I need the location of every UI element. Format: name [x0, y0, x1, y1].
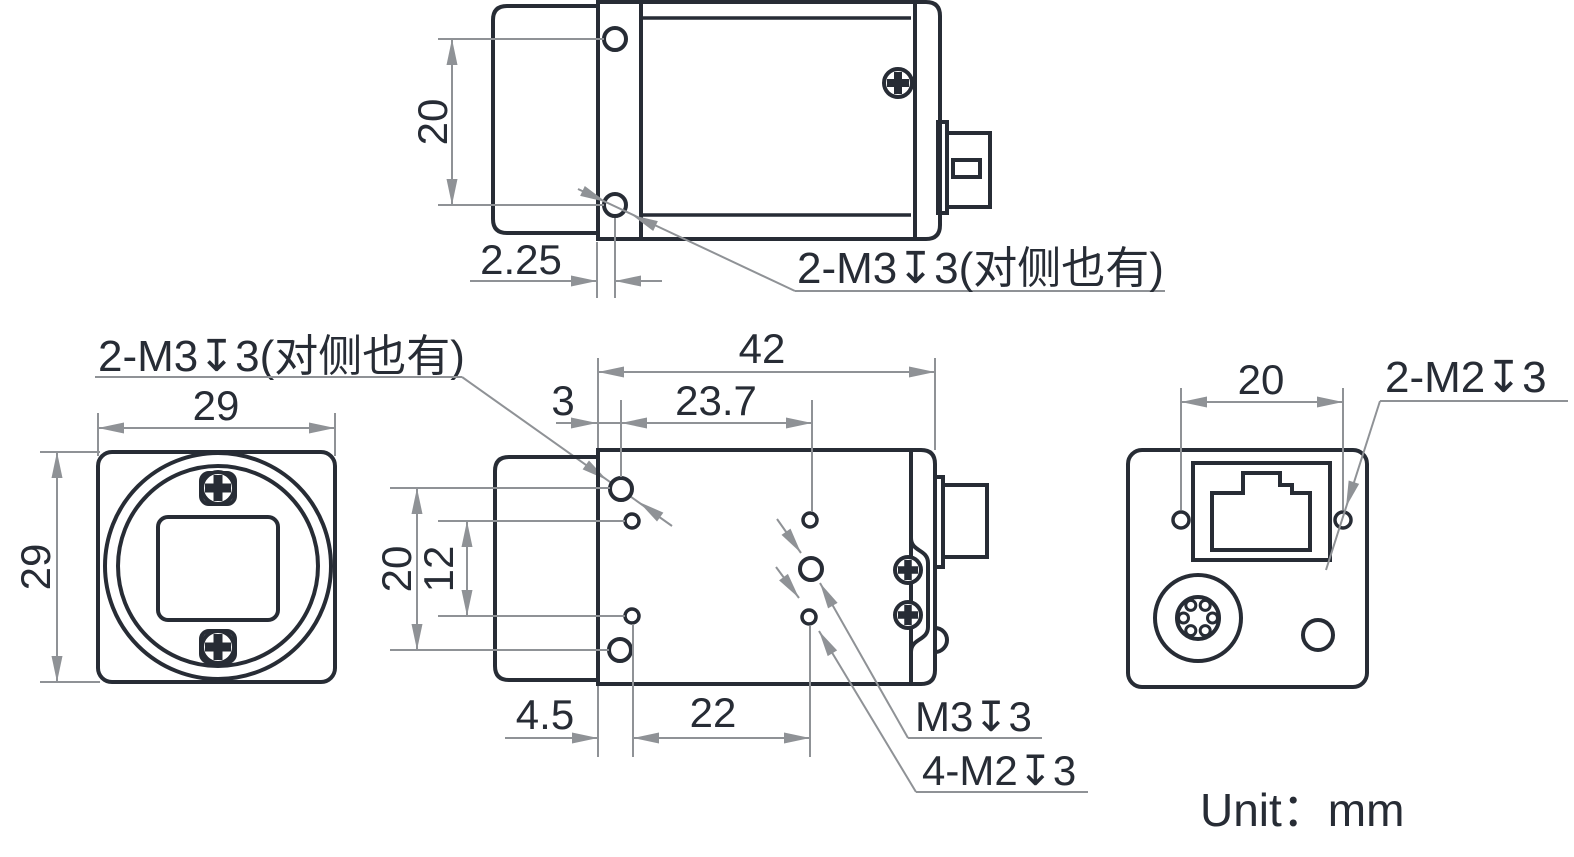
dimension-side-large-hole-spacing: 20 [373, 487, 610, 651]
sensor-window [156, 515, 280, 622]
dim-side-large-hole-spacing-value: 20 [373, 546, 420, 593]
dimension-side-small-hole-spacing: 12 [415, 520, 625, 617]
mounting-hole-m3 [607, 637, 633, 663]
label-front-m3-text: 2-M3↧3(对侧也有) [98, 332, 465, 381]
dim-side-bottom-offset-value: 4.5 [516, 691, 574, 738]
screw-icon [893, 555, 923, 585]
dim-back-hole-spacing-value: 20 [1238, 356, 1285, 403]
side-bump [934, 626, 949, 654]
screw-icon [882, 67, 914, 99]
mounting-hole-m3 [798, 556, 824, 582]
dimension-front-width: 29 [97, 382, 336, 456]
dim-side-bottom-span-value: 22 [690, 689, 737, 736]
lens-bezel-top [491, 4, 598, 235]
label-side-m3-text: M3↧3 [915, 693, 1032, 740]
dim-top-hole-offset-value: 2.25 [480, 236, 562, 283]
camera-body-side [596, 448, 913, 686]
dim-front-width-value: 29 [193, 382, 240, 429]
screw-icon [200, 470, 236, 506]
label-back-m2-text: 2-M2↧3 [1385, 353, 1547, 402]
mounting-hole-m2 [1171, 510, 1191, 530]
dimension-side-hole-span: 3 23.7 [551, 377, 813, 512]
dim-side-front-offset-value: 3 [551, 377, 574, 424]
front-view: 29 29 2-M3↧3(对侧也有) [12, 332, 673, 684]
dimension-back-hole-spacing: 20 [1180, 356, 1344, 510]
label-top-m3-text: 2-M3↧3(对侧也有) [797, 244, 1164, 293]
mounting-hole-m2 [623, 607, 641, 625]
top-view: 20 2.25 2-M3↧3(对侧也有) [409, 0, 1165, 298]
dim-front-height-value: 29 [12, 544, 59, 591]
dimension-side-bottom: 4.5 22 [505, 624, 811, 757]
lens-bezel-side [493, 455, 598, 682]
mounting-hole-m3 [602, 192, 628, 218]
dim-top-hole-spacing-value: 20 [409, 99, 456, 146]
lens-mount-outer-ring [103, 451, 333, 681]
dimension-top-hole-spacing: 20 [409, 38, 604, 206]
dimension-front-height: 29 [12, 451, 100, 683]
mounting-hole-m2 [623, 512, 641, 530]
label-front-m3-thread: 2-M3↧3(对侧也有) [95, 332, 673, 527]
back-view: 20 2-M2↧3 [1126, 353, 1568, 689]
dim-side-length-value: 42 [739, 325, 786, 372]
mounting-hole-m3 [602, 26, 628, 52]
rj45-jack-icon [1210, 471, 1312, 552]
led-indicator [1301, 618, 1335, 652]
label-side-m2-text: 4-M2↧3 [922, 747, 1076, 794]
mounting-hole-m2 [800, 608, 818, 626]
connector-body-side [941, 483, 989, 559]
label-back-m2-thread: 2-M2↧3 [1325, 353, 1568, 571]
label-side-m3-thread: M3↧3 [776, 518, 1042, 740]
camera-body-top [596, 0, 917, 241]
rj45-port-bezel [1191, 461, 1332, 562]
back-plate-contour [909, 450, 930, 684]
dimension-top-hole-offset: 2.25 [470, 218, 662, 298]
label-side-m2-thread: 4-M2↧3 [775, 566, 1088, 794]
power-connector-icon [1153, 573, 1243, 663]
mounting-hole-m3 [608, 476, 634, 502]
label-top-m3-thread: 2-M3↧3(对侧也有) [577, 185, 1165, 293]
camera-body-back [1126, 448, 1369, 689]
screw-icon [200, 629, 236, 665]
dim-side-small-hole-spacing-value: 12 [415, 546, 462, 593]
dimension-side-length: 42 [597, 325, 936, 450]
side-view: 42 3 23.7 20 12 [373, 325, 1088, 794]
connector-body-top [945, 131, 992, 209]
lens-mount-inner-ring [116, 464, 320, 668]
dim-side-hole-span-value: 23.7 [675, 377, 757, 424]
connector-slot [951, 158, 982, 179]
screw-icon [893, 600, 923, 630]
unit-note: Unit：mm [1200, 784, 1404, 836]
mounting-hole-m2 [801, 511, 819, 529]
